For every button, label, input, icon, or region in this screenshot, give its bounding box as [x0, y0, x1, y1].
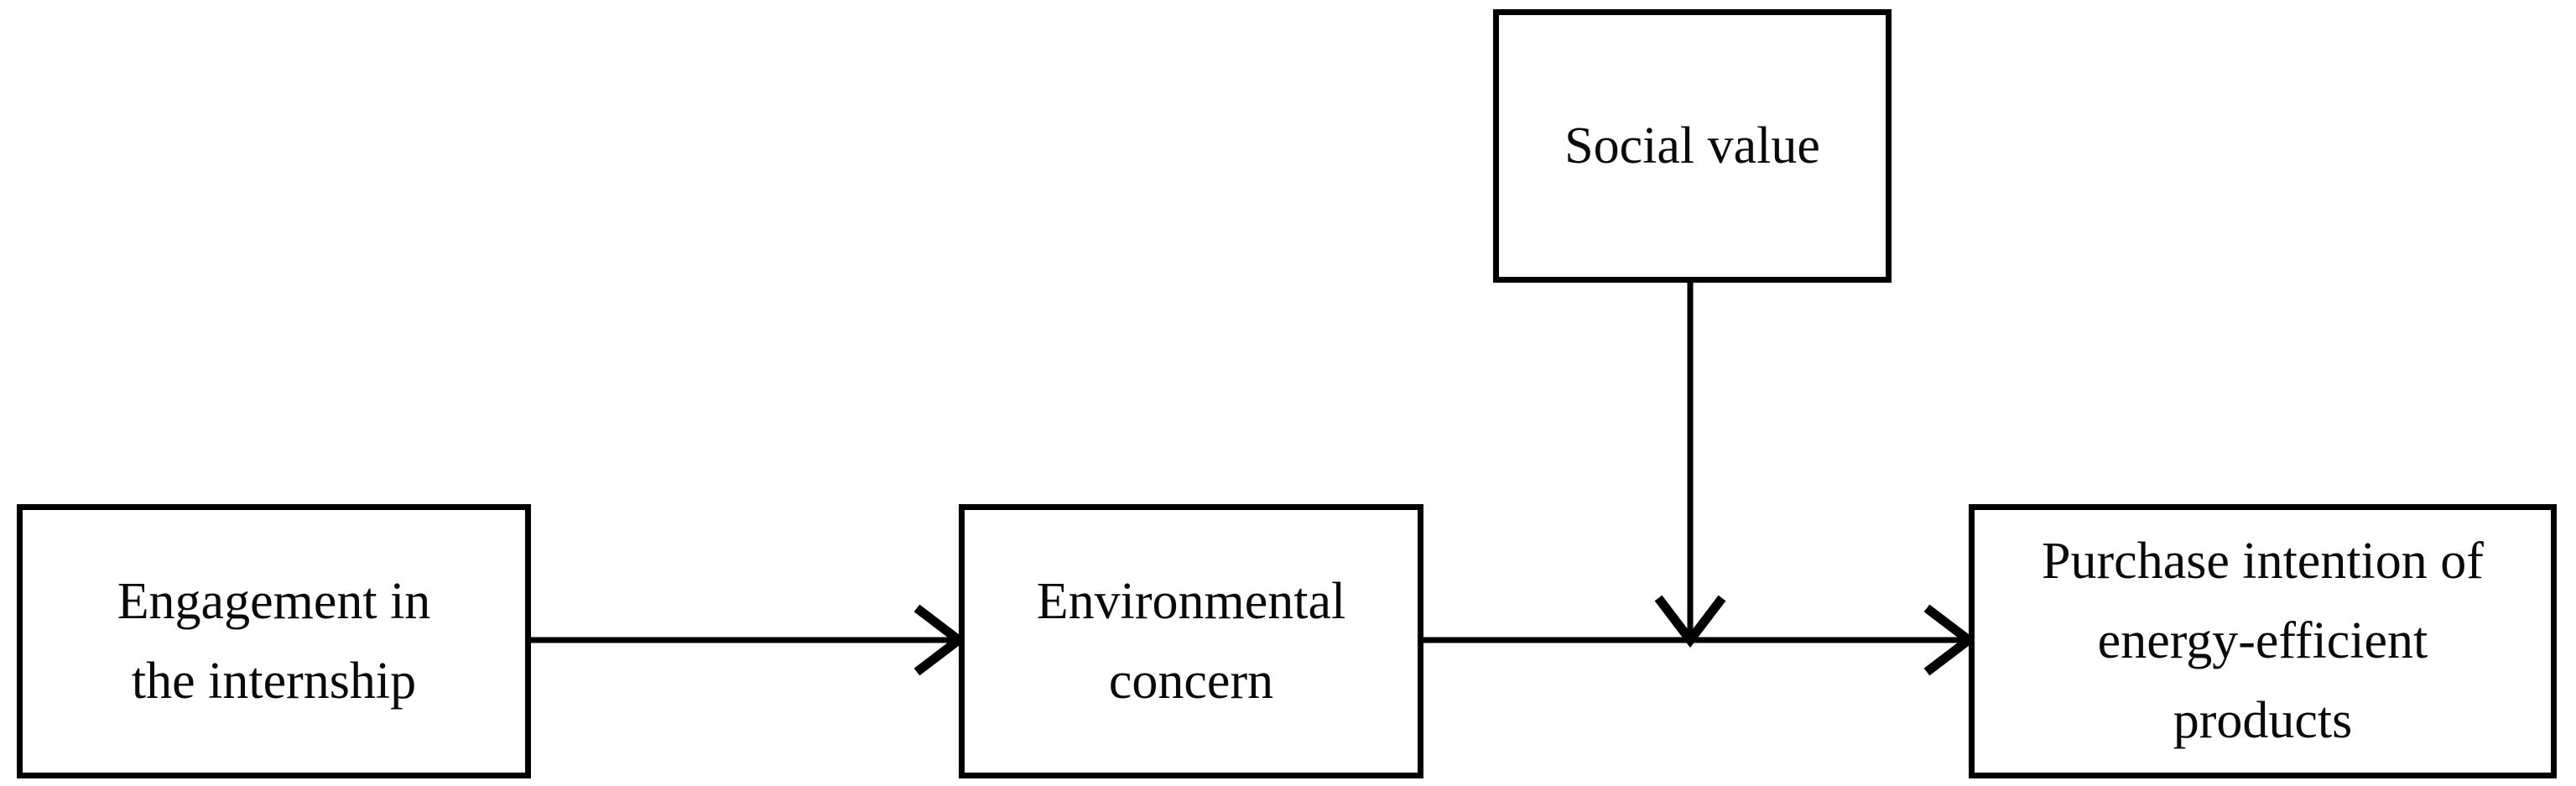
node-purchase-intention[interactable]: Purchase intention of energy-efficient p…: [1969, 504, 2557, 778]
node-environmental-concern[interactable]: Environmental concern: [959, 504, 1423, 778]
node-engagement-in-the-internship[interactable]: Engagement in the internship: [17, 504, 531, 778]
node-engagement-in-the-internship-label: Engagement in the internship: [117, 572, 431, 710]
node-environmental-concern-label: Environmental concern: [1036, 572, 1346, 710]
edge-engagement-to-environmental-arrowhead: [913, 604, 967, 676]
node-social-value[interactable]: Social value: [1493, 9, 1892, 283]
node-purchase-intention-label: Purchase intention of energy-efficient p…: [2042, 533, 2484, 749]
node-social-value-label: Social value: [1564, 117, 1820, 174]
edge-social-value-moderation-arrowhead: [1654, 595, 1726, 648]
edge-environmental-to-purchase-arrowhead: [1923, 604, 1977, 676]
